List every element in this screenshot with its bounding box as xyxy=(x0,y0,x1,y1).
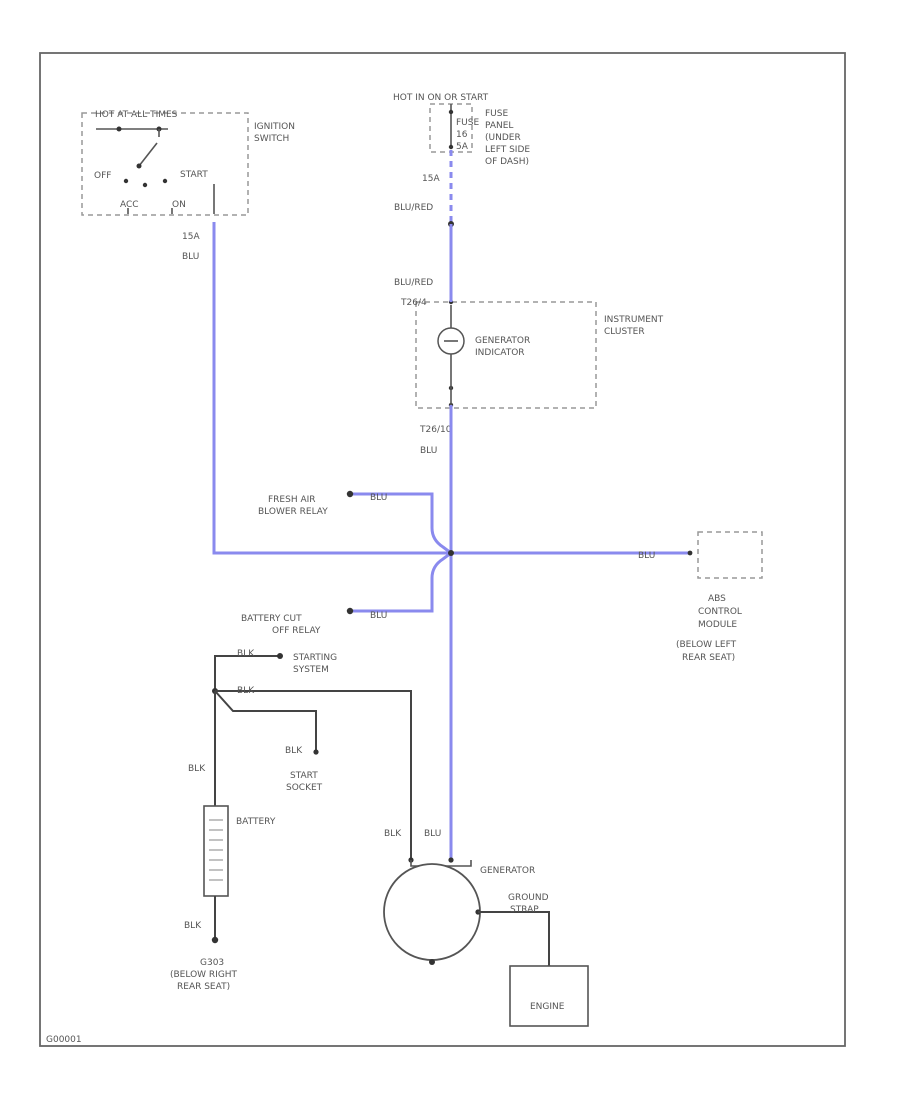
gen-wire-label-1: BLK xyxy=(384,829,402,839)
fuse-wire-id: 15A xyxy=(422,174,440,184)
battery-cells xyxy=(209,819,223,881)
ignition-switch: HOT AT ALL TIMES IGNITION SWITCH OFF STA… xyxy=(81,110,295,262)
battery-ground-node xyxy=(211,936,219,944)
battery-cut-wire-label: BLU xyxy=(370,611,387,621)
ignition-acc-label: ACC xyxy=(120,200,139,210)
fuse-label: FUSE xyxy=(456,118,479,128)
branch-labels: BLU FRESH AIR BLOWER RELAY BLU BATTERY C… xyxy=(241,493,763,663)
generator-blu-node xyxy=(448,857,454,863)
fuse-wire-color-2: BLU/RED xyxy=(394,278,433,288)
abs-module-box xyxy=(697,531,763,579)
generator-symbol xyxy=(383,863,481,961)
fuse-panel-line1: FUSE xyxy=(485,109,508,119)
socket-line1: START xyxy=(290,771,318,781)
ignition-wire-id: 15A xyxy=(182,232,200,242)
strap-line1: GROUND xyxy=(508,893,549,903)
cluster-name-line2: CLUSTER xyxy=(604,327,645,337)
starting-system-wire xyxy=(214,655,278,690)
fuse-panel-line3: (UNDER xyxy=(485,133,521,143)
starting-line2: SYSTEM xyxy=(293,665,329,675)
cluster-name-line1: INSTRUMENT xyxy=(604,315,664,325)
abs-line1: ABS xyxy=(708,594,726,604)
start-socket-wire xyxy=(214,690,317,752)
ground-line3: REAR SEAT) xyxy=(177,982,230,992)
indicator-label-line1: GENERATOR xyxy=(475,336,530,346)
engine-box xyxy=(509,965,589,1027)
fuse-wire-color-1: BLU/RED xyxy=(394,203,433,213)
ignition-wire-color: BLU xyxy=(182,252,199,262)
starting-system-terminal xyxy=(277,653,283,659)
ignition-start-label: START xyxy=(180,170,208,180)
blue-wiring xyxy=(212,150,693,860)
fresh-air-wire-label: BLU xyxy=(370,493,387,503)
ignition-name-line1: IGNITION xyxy=(254,122,295,132)
cluster-connector-top: T26/4 xyxy=(400,298,427,308)
footer-code: G00001 xyxy=(46,1035,82,1045)
abs-line5: REAR SEAT) xyxy=(682,653,735,663)
fuse-panel-line4: LEFT SIDE xyxy=(485,145,530,155)
ignition-contact-1 xyxy=(116,126,122,132)
ground-line1: G303 xyxy=(200,958,224,968)
ignition-switch-arm xyxy=(138,142,158,167)
abs-line2: CONTROL xyxy=(698,607,742,617)
strap-line2: STRAP xyxy=(510,905,539,915)
fresh-air-line1: FRESH AIR xyxy=(268,495,316,505)
generator-feed-wire xyxy=(215,690,412,860)
fuse-top-node xyxy=(448,109,454,115)
main-junction-node xyxy=(448,550,454,556)
fresh-air-branch-wire xyxy=(351,492,452,555)
ground-line2: (BELOW RIGHT xyxy=(170,970,238,980)
generator-ground-node xyxy=(429,959,435,965)
battery-cut-terminal xyxy=(346,607,354,615)
ignition-on-label: ON xyxy=(172,200,186,210)
abs-line4: (BELOW LEFT xyxy=(676,640,737,650)
battery-label: BATTERY xyxy=(236,817,276,827)
instrument-cluster-box xyxy=(415,301,597,409)
generator-label: GENERATOR xyxy=(480,866,535,876)
main-wire-label: BLK xyxy=(237,686,255,696)
fresh-air-terminal xyxy=(346,490,354,498)
ignition-off-contact xyxy=(123,178,129,184)
ignition-output-wire xyxy=(212,222,451,555)
batt-bottom-wire-label: BLK xyxy=(184,921,202,931)
fuse-panel-line2: PANEL xyxy=(485,121,513,131)
instrument-cluster: T26/4 GENERATOR INDICATOR INSTRUMENT CLU… xyxy=(400,298,664,456)
battery-cut-line1: BATTERY CUT xyxy=(241,614,302,624)
cluster-wire-color: BLU xyxy=(420,446,437,456)
battery-cut-line2: OFF RELAY xyxy=(272,626,321,636)
engine-label: ENGINE xyxy=(530,1002,565,1012)
ignition-acc-contact xyxy=(142,182,148,188)
batt-top-wire-label: BLK xyxy=(188,764,206,774)
socket-wire-label: BLK xyxy=(285,746,303,756)
ground-strap-wire xyxy=(478,911,550,968)
socket-line2: SOCKET xyxy=(286,783,323,793)
battery-generator-section: BLK STARTING SYSTEM BLK BLK START SOCKET… xyxy=(170,649,589,1027)
ignition-off-label: OFF xyxy=(94,171,111,181)
starting-line1: STARTING xyxy=(293,653,337,663)
diagram-frame xyxy=(39,52,846,1047)
gen-wire-label-2: BLU xyxy=(424,829,441,839)
start-socket-terminal xyxy=(313,749,319,755)
battery-cut-branch-wire xyxy=(351,551,452,613)
fuse-panel-line5: OF DASH) xyxy=(485,157,529,167)
starting-wire-label: BLK xyxy=(237,649,255,659)
ignition-switch-box xyxy=(81,112,249,216)
ignition-name-line2: SWITCH xyxy=(254,134,289,144)
fuse-bottom-node xyxy=(448,144,454,150)
fuse-number: 16 xyxy=(456,130,468,140)
abs-wire-label: BLU xyxy=(638,551,655,561)
ignition-hot-label: HOT AT ALL TIMES xyxy=(95,110,178,120)
abs-line3: MODULE xyxy=(698,620,737,630)
fuse-hot-label: HOT IN ON OR START xyxy=(393,93,489,103)
cluster-connector-bottom: T26/10 xyxy=(419,425,452,435)
fuse-panel: HOT IN ON OR START FUSE 16 5A FUSE PANEL… xyxy=(393,93,530,288)
fuse-amperage: 5A xyxy=(456,142,469,152)
indicator-label-line2: INDICATOR xyxy=(475,348,525,358)
ignition-on-contact xyxy=(162,178,168,184)
fresh-air-line2: BLOWER RELAY xyxy=(258,507,328,517)
abs-terminal xyxy=(687,550,693,556)
ignition-pivot xyxy=(136,163,142,169)
